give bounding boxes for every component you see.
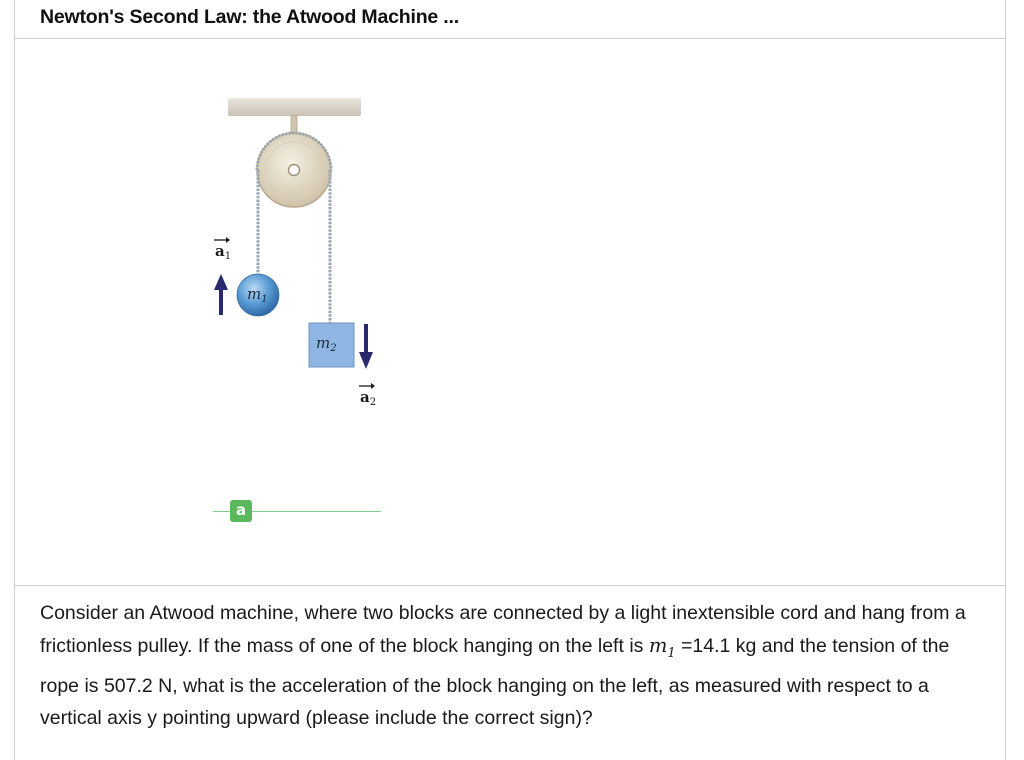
annotation-marker[interactable]: a — [213, 499, 383, 525]
question-card — [14, 0, 1006, 760]
question-part2: =14.1 kg and the tension of the rope is … — [40, 634, 950, 730]
mass2-block — [308, 322, 355, 368]
mass1-label: m — [247, 285, 261, 303]
question-part1: Consider an Atwood machine, where two bl… — [40, 602, 966, 657]
figure-divider — [15, 585, 1005, 586]
mass1-ball — [236, 273, 280, 317]
svg-text:m2: m2 — [316, 334, 337, 354]
top-divider — [15, 38, 1005, 39]
mass2-label: m — [316, 334, 330, 352]
pulley-axle — [287, 163, 301, 177]
mass2-sub: 2 — [329, 343, 336, 354]
atwood-machine-figure: m1 m2 a1 a2 — [214, 98, 376, 408]
annotation-line — [213, 511, 381, 512]
svg-text:m1: m1 — [247, 285, 268, 305]
page-title: Newton's Second Law: the Atwood Machine … — [40, 6, 459, 28]
mass1-sub: 1 — [261, 294, 267, 305]
accel1-label: a — [215, 242, 225, 260]
annotation-badge[interactable]: a — [230, 500, 252, 522]
accel1-sub: 1 — [225, 251, 231, 262]
question-text: Consider an Atwood machine, where two bl… — [40, 597, 990, 735]
svg-text:a2: a2 — [360, 388, 376, 408]
accel2-sub: 2 — [370, 397, 376, 408]
mass1-symbol: m1 — [648, 633, 676, 661]
ceiling-support — [228, 98, 361, 116]
svg-text:a1: a1 — [215, 242, 231, 262]
accel2-label: a — [360, 388, 370, 406]
